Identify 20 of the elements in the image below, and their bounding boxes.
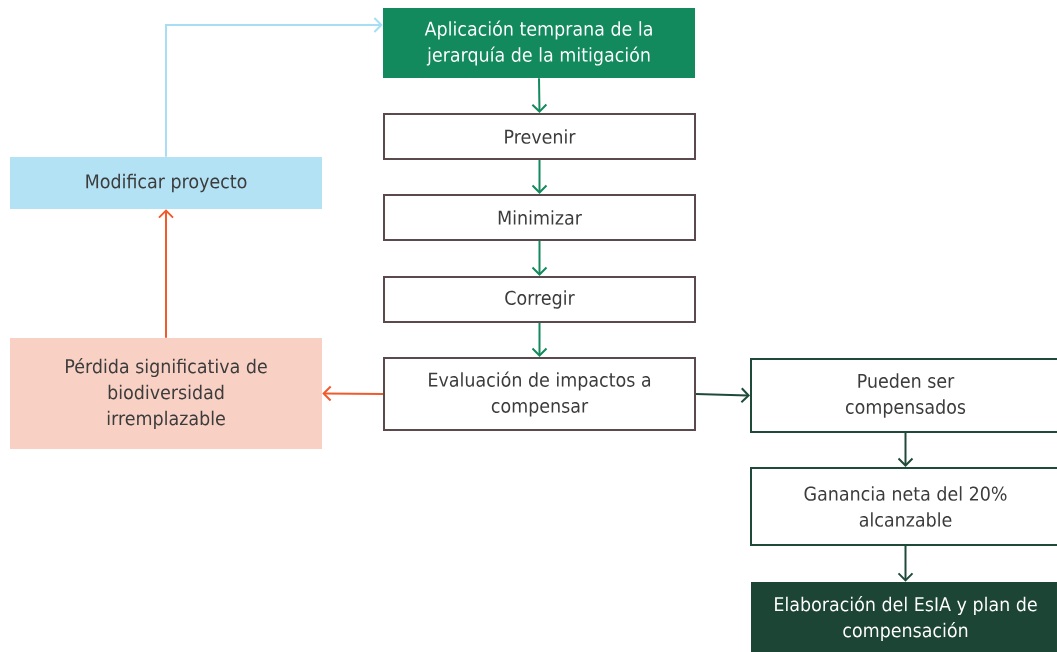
process-box: Aplicación temprana de la jerarquía de la mitigación [383, 8, 695, 78]
process-box: Ganancia neta del 20% alcanzable [750, 467, 1057, 546]
process-box: Corregir [383, 276, 696, 323]
arrow [531, 240, 548, 276]
arrow [531, 159, 548, 194]
process-box: Pérdida significativa de biodiversidad irremplazable [10, 338, 322, 449]
arrow [531, 77, 548, 113]
process-box: Minimizar [383, 194, 696, 241]
arrow [531, 322, 548, 357]
arrow [897, 432, 914, 467]
process-box: Evaluación de impactos a compensar [383, 357, 696, 431]
process-box: Prevenir [383, 113, 696, 160]
arrow [165, 17, 383, 158]
arrow [897, 545, 914, 582]
arrow [322, 385, 384, 402]
arrow [158, 209, 174, 339]
arrow [695, 387, 750, 404]
process-box: Elaboración del EsIA y plan de compensación [751, 582, 1057, 652]
process-box: Pueden ser compensados [750, 358, 1057, 433]
process-box: Modificar proyecto [10, 157, 322, 209]
